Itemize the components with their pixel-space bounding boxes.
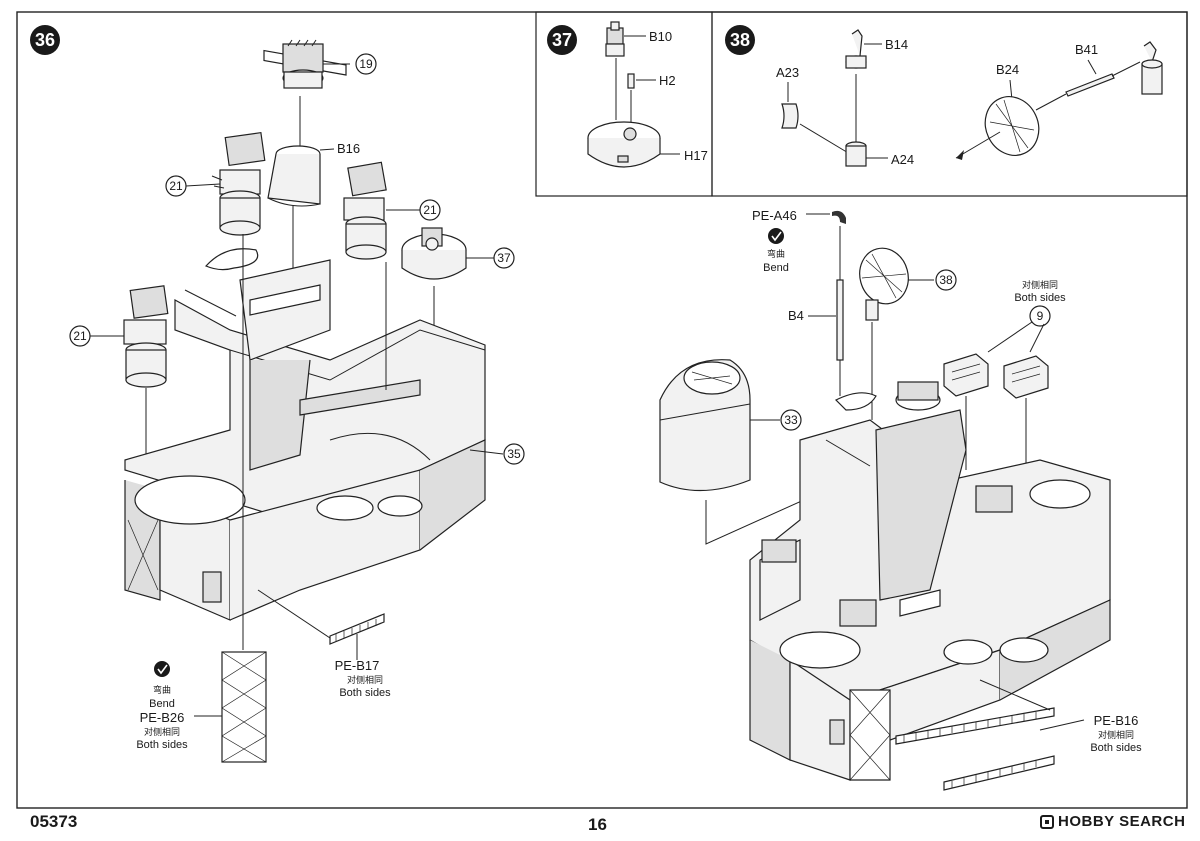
svg-text:对侧相同: 对侧相同 [144, 726, 180, 738]
part-b41 [1065, 73, 1115, 97]
part-b4-mast [836, 279, 844, 361]
callout-33: 33 [780, 409, 802, 431]
svg-text:H17: H17 [684, 148, 708, 163]
callout-35: 35 [503, 443, 525, 465]
sub-assembly-9a [943, 353, 989, 397]
svg-text:A23: A23 [776, 65, 799, 80]
svg-text:38: 38 [730, 30, 750, 50]
svg-text:B41: B41 [1075, 42, 1098, 57]
svg-text:Both sides: Both sides [339, 687, 391, 699]
svg-text:Both sides: Both sides [1014, 292, 1066, 304]
superstructure-result [749, 381, 1111, 781]
callout-21a: 21 [165, 175, 187, 197]
svg-text:B16: B16 [337, 141, 360, 156]
svg-text:19: 19 [359, 57, 373, 71]
svg-text:37: 37 [552, 30, 572, 50]
svg-text:B14: B14 [885, 37, 908, 52]
curved-rail-part [204, 248, 259, 271]
svg-text:36: 36 [35, 30, 55, 50]
product-code: 05373 [30, 812, 78, 831]
radar-assembly-19 [263, 39, 347, 89]
brand-name: HOBBY SEARCH [1058, 813, 1186, 830]
part-b41-mount [1141, 41, 1163, 95]
svg-text:Bend: Bend [149, 698, 175, 710]
svg-text:对侧相同: 对侧相同 [1098, 729, 1134, 741]
svg-text:对侧相同: 对侧相同 [1022, 279, 1058, 291]
svg-text:21: 21 [169, 179, 183, 193]
svg-text:PE-B16: PE-B16 [1094, 713, 1139, 728]
part-b14 [845, 29, 867, 69]
part-b24-dish [984, 96, 1040, 156]
svg-text:弯曲: 弯曲 [767, 248, 785, 260]
svg-text:33: 33 [784, 413, 798, 427]
bend-icon-result [768, 228, 784, 244]
svg-text:9: 9 [1037, 309, 1044, 323]
svg-text:37: 37 [497, 251, 511, 265]
svg-text:PE-B17: PE-B17 [335, 658, 380, 673]
svg-text:对侧相同: 对侧相同 [347, 674, 383, 686]
page-number: 16 [588, 815, 607, 834]
svg-text:A24: A24 [891, 152, 914, 167]
brand-logo-icon [1040, 814, 1054, 829]
aa-turret-21b [343, 161, 387, 260]
svg-text:21: 21 [73, 329, 87, 343]
svg-text:PE-A46: PE-A46 [752, 208, 797, 223]
step38-box [711, 11, 1188, 197]
part-a24 [845, 141, 867, 167]
callout-37: 37 [493, 247, 515, 269]
callout-38: 38 [935, 269, 957, 291]
svg-text:Bend: Bend [763, 262, 789, 274]
radar-dish-38 [859, 247, 909, 321]
funnel-33 [659, 359, 751, 492]
svg-text:35: 35 [507, 447, 521, 461]
callout-21c: 21 [69, 325, 91, 347]
callout-9: 9 [1029, 305, 1051, 327]
step36-badge: 36 [30, 25, 60, 55]
svg-text:弯曲: 弯曲 [153, 684, 171, 696]
sub-assembly-9b [1003, 355, 1049, 399]
step37-badge: 37 [547, 25, 577, 55]
aa-turret-21c [123, 285, 169, 388]
superstructure-step36 [124, 259, 486, 621]
pe-b16-rails [895, 679, 1085, 791]
callout-21b: 21 [419, 199, 441, 221]
callout-19: 19 [355, 53, 377, 75]
sub-assembly-37 [401, 227, 467, 280]
part-h17 [587, 121, 661, 168]
pe-b26-lattice [221, 530, 267, 763]
svg-text:B24: B24 [996, 62, 1019, 77]
bend-icon-36 [154, 661, 170, 677]
pe-b17-rail [257, 589, 385, 645]
part-h2 [627, 73, 635, 89]
pe-a46-part [832, 210, 846, 224]
step38-badge: 38 [725, 25, 755, 55]
svg-text:Both sides: Both sides [1090, 742, 1142, 754]
svg-text:H2: H2 [659, 73, 676, 88]
svg-text:B10: B10 [649, 29, 672, 44]
brand-watermark: HOBBY SEARCH [1040, 813, 1185, 830]
part-b10 [605, 21, 625, 57]
svg-text:38: 38 [939, 273, 953, 287]
svg-text:B4: B4 [788, 308, 804, 323]
part-a23 [781, 103, 799, 129]
svg-text:21: 21 [423, 203, 437, 217]
aa-turret-21a [211, 131, 266, 236]
part-b16 [267, 145, 321, 207]
svg-text:PE-B26: PE-B26 [140, 710, 185, 725]
svg-text:Both sides: Both sides [136, 739, 188, 751]
